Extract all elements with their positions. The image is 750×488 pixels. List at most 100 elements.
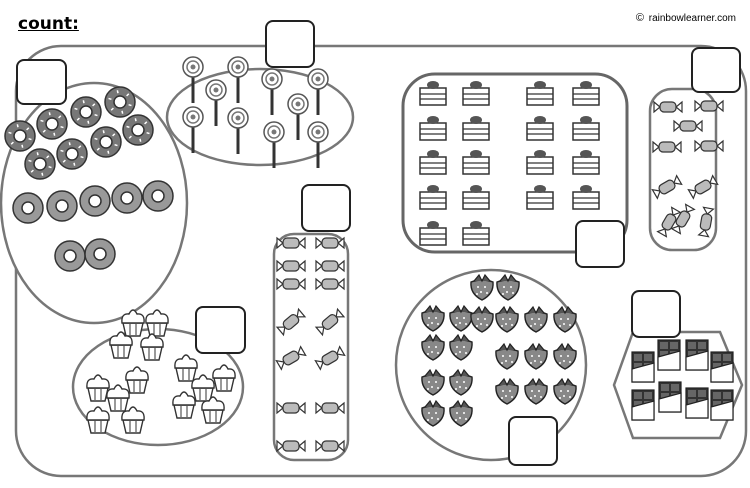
chocolate-bar [710,351,734,383]
cupcake [125,366,149,394]
answer-box-candies-middle[interactable] [301,184,351,232]
wrapped-candy [673,119,703,133]
wrapped-candy [694,139,724,153]
lollipop [182,106,204,153]
cake-region [401,72,629,254]
wrapped-candy [697,206,715,238]
strawberry [524,342,548,370]
wrapped-candy [276,401,306,415]
cupcake [86,374,110,402]
cake-slice [462,81,490,106]
answer-box-donuts[interactable] [16,59,67,105]
strawberry [553,377,577,405]
wrapped-candy [653,100,683,114]
cupcake [172,391,196,419]
lollipop [263,121,285,168]
lollipop [261,68,283,115]
answer-box-cake-slices[interactable] [575,220,625,268]
donut-group [4,86,174,272]
answer-boxes [16,20,741,466]
cupcake [86,406,110,434]
donut [104,86,136,118]
cake-slice [462,150,490,175]
lollipop [182,56,204,103]
brand-logo: © rainbowlearner.com [636,12,736,24]
cake-slice [419,116,447,141]
answer-box-lollipops[interactable] [265,20,315,68]
wrapped-candy [694,99,724,113]
lollipop [307,121,329,168]
cupcake [174,354,198,382]
donut [122,114,154,146]
cake-slice [419,221,447,246]
strawberry [421,333,445,361]
cake-slice [462,221,490,246]
donut [12,192,44,224]
wrapped-candy [276,236,306,250]
cupcake [106,384,130,412]
chocolate-bar [658,381,682,413]
copyright-mark: © [635,12,644,24]
donut [70,96,102,128]
strawberry [495,342,519,370]
cake-slice [419,150,447,175]
wrapped-candy [276,277,306,291]
cake-group [419,81,600,246]
cake-slice [419,81,447,106]
strawberry [470,305,494,333]
cake-slice [462,116,490,141]
answer-box-strawberries[interactable] [508,416,558,466]
answer-box-chocolate-bars[interactable] [631,290,681,338]
cake-slice [572,185,600,210]
strawberry [470,273,494,301]
donut [79,185,111,217]
brand-name: rainbowlearner.com [648,13,736,24]
wrapped-candy [315,236,345,250]
wrapped-candy [651,174,683,200]
wrapped-candy [275,345,307,371]
chocolate-bar [710,389,734,421]
lollipop [205,79,227,126]
answer-box-candies-right[interactable] [691,47,741,93]
candy-middle-group [275,236,346,453]
cupcake [191,374,215,402]
cupcake [212,364,236,392]
donut [142,180,174,212]
cupcake [201,396,225,424]
strawberry [449,399,473,427]
cake-slice [526,81,554,106]
cupcake [140,333,164,361]
lollipop [287,93,309,140]
strawberry [449,368,473,396]
wrapped-candy [687,174,719,200]
strawberry [524,305,548,333]
wrapped-candy [315,277,345,291]
donut [90,126,122,158]
wrapped-candy [652,140,682,154]
donut [111,182,143,214]
chocolate-bar [657,339,681,371]
strawberry [524,377,548,405]
strawberry [553,305,577,333]
wrapped-candy [315,401,345,415]
lollipop [227,56,249,103]
strawberry [421,368,445,396]
answer-box-cupcakes[interactable] [195,306,246,354]
chocolate-bar [631,351,655,383]
strawberry [553,342,577,370]
donut [56,138,88,170]
chocolate-bar [685,387,709,419]
cupcake [121,406,145,434]
cake-slice [526,150,554,175]
wrapped-candy [315,439,345,453]
donut [46,190,78,222]
cake-slice [572,116,600,141]
cupcake-group [86,309,236,434]
strawberry [495,377,519,405]
wrapped-candy [314,307,346,337]
chocolate-bar [685,339,709,371]
lollipop-group [182,56,329,168]
donut [84,238,116,270]
candy-right-group [651,99,724,238]
